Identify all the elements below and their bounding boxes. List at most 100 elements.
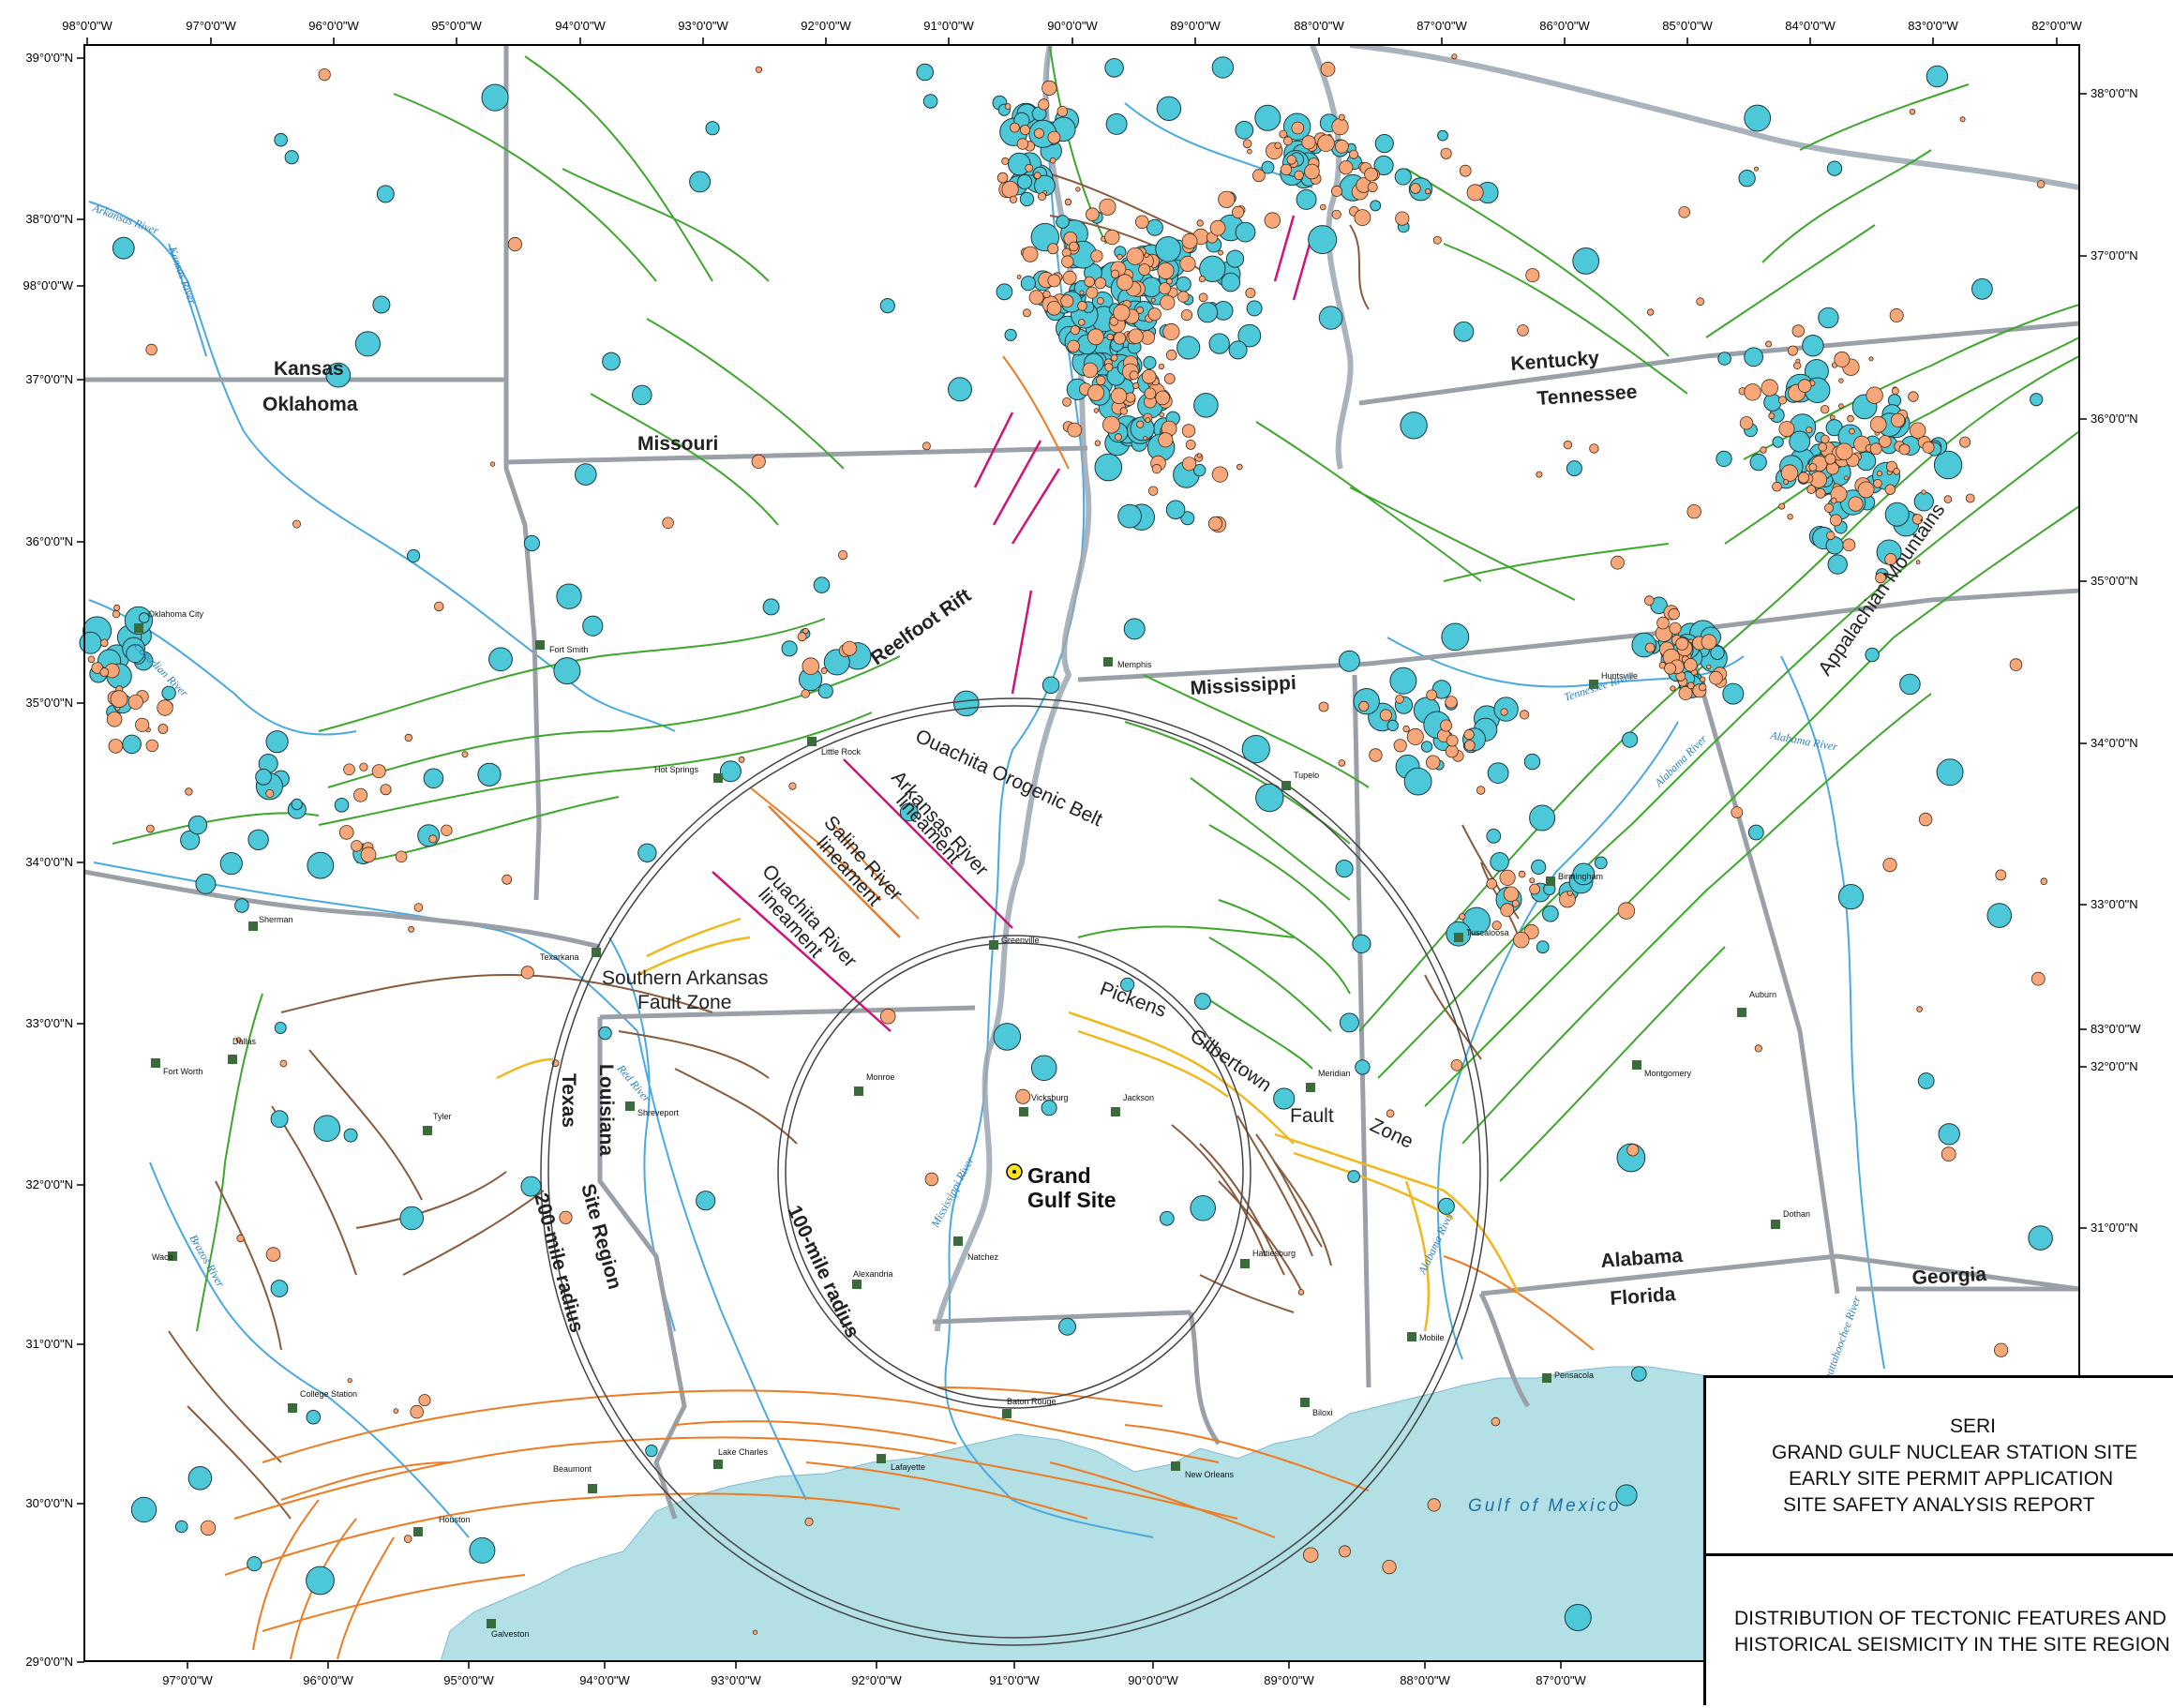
seismic-event-small (1959, 116, 1966, 123)
seismic-event-small (1247, 148, 1252, 155)
city-marker[interactable] (953, 1236, 963, 1246)
seismic-event-small (100, 638, 109, 648)
city-marker[interactable] (807, 737, 817, 746)
city-marker[interactable] (1019, 1107, 1028, 1116)
seismic-event-large (1225, 249, 1245, 268)
seismic-event-small (1110, 269, 1120, 279)
city-marker[interactable] (588, 1484, 597, 1493)
grand-gulf-site[interactable]: Grand Gulf Site (1006, 1163, 1116, 1212)
city-marker[interactable] (1546, 876, 1555, 886)
seismic-event-small (1778, 421, 1795, 438)
seismic-event-small (752, 1629, 758, 1635)
seismic-event-small (1335, 139, 1349, 154)
seismic-event-small (1180, 308, 1193, 322)
seismic-event-large (1190, 1195, 1216, 1221)
seismic-event-small (1364, 167, 1378, 182)
city-marker[interactable] (1407, 1332, 1416, 1341)
city-marker[interactable] (1002, 1409, 1012, 1418)
city-marker[interactable] (1103, 657, 1113, 667)
city-marker[interactable] (1771, 1220, 1780, 1229)
seismic-event-large (1308, 225, 1338, 255)
city-label: Oklahoma City (148, 609, 204, 619)
seismic-event-large (1208, 333, 1230, 354)
city-marker[interactable] (228, 1055, 237, 1064)
label-fault: Fault (1290, 1105, 1334, 1127)
city-marker[interactable] (592, 948, 601, 957)
city-marker[interactable] (1632, 1060, 1641, 1070)
seismic-event-small (1884, 484, 1896, 495)
radius-200-circle-inner (547, 705, 1481, 1639)
city-marker[interactable] (535, 640, 545, 650)
seismic-event-small (1525, 268, 1540, 283)
seismic-event-small (1196, 219, 1204, 227)
seismic-event-large (1441, 622, 1470, 652)
seismic-event-small (1182, 457, 1197, 472)
city-marker[interactable] (1589, 680, 1598, 689)
seismic-event-small (1096, 297, 1104, 305)
city-marker[interactable] (1306, 1083, 1315, 1092)
seismic-event-small (1698, 682, 1707, 692)
seismic-event-small (1125, 392, 1136, 403)
seismic-event-small (236, 1234, 245, 1243)
city-marker[interactable] (625, 1101, 635, 1111)
city-marker[interactable] (1171, 1461, 1180, 1471)
seismic-event-small (1909, 108, 1916, 115)
seismic-event-small (1047, 274, 1061, 288)
seismic-event-small (1067, 339, 1080, 353)
seismic-event-small (1459, 164, 1472, 177)
city-marker[interactable] (877, 1454, 886, 1463)
seismic-event-small (1916, 1006, 1923, 1012)
seismic-event-small (997, 172, 1009, 184)
seismic-event-large (372, 295, 391, 314)
seismic-event-small (1141, 368, 1157, 384)
city-marker[interactable] (989, 940, 998, 950)
city-marker[interactable] (1281, 781, 1291, 790)
seismic-event-large (1899, 673, 1921, 696)
seismic-event-small (1016, 138, 1029, 150)
city-label: Memphis (1117, 660, 1152, 669)
seismic-event-small (1301, 135, 1316, 150)
seismic-event-large (161, 685, 176, 700)
seismic-event-small (1965, 493, 1975, 503)
city-marker[interactable] (1737, 1008, 1746, 1017)
city-marker[interactable] (151, 1058, 160, 1068)
city-marker[interactable] (168, 1251, 177, 1261)
seismic-event-small (1815, 487, 1826, 499)
city-marker[interactable] (288, 1403, 297, 1413)
seismic-event-small (1114, 433, 1122, 442)
lon-tick-label-top: 85°0'0"W (1662, 19, 1713, 33)
city-marker[interactable] (713, 773, 723, 783)
city-marker[interactable] (1300, 1398, 1310, 1407)
seismic-event-small (1765, 340, 1773, 348)
city-marker[interactable] (1240, 1259, 1250, 1268)
seismic-event-small (1069, 241, 1079, 252)
latitude-ticks-right: 38°0'0"N37°0'0"N36°0'0"N35°0'0"N34°0'0"N… (2079, 86, 2141, 1235)
radius-circles (540, 697, 1489, 1646)
city-marker[interactable] (713, 1460, 723, 1469)
seismic-event-small (1382, 1560, 1397, 1575)
city-marker[interactable] (423, 1126, 432, 1135)
seismic-event-small (1908, 391, 1919, 402)
city-marker[interactable] (1111, 1107, 1120, 1116)
city-marker[interactable] (852, 1280, 862, 1289)
seismic-event-large (1749, 453, 1767, 472)
city-marker[interactable] (1542, 1373, 1551, 1383)
seismic-event-small (1445, 696, 1458, 709)
city-label: Dothan (1783, 1209, 1810, 1219)
seismic-event-large (948, 377, 972, 402)
city-marker[interactable] (413, 1527, 423, 1536)
seismic-event-small (1500, 903, 1515, 918)
lon-tick-label-top: 95°0'0"W (431, 19, 482, 33)
seismic-event-small (1424, 187, 1431, 195)
city-marker[interactable] (487, 1619, 496, 1628)
seismic-event-small (1077, 301, 1087, 311)
label-southern-arkansas-2: Fault Zone (637, 992, 731, 1013)
city-marker[interactable] (134, 623, 143, 633)
seismic-event-small (1701, 634, 1717, 651)
seismic-event-large (1347, 1170, 1360, 1183)
seismic-event-large (1386, 719, 1399, 732)
city-marker[interactable] (248, 921, 258, 931)
lat-tick-label-left: 29°0'0"N (25, 1655, 73, 1669)
city-marker[interactable] (1454, 933, 1463, 942)
city-marker[interactable] (854, 1086, 863, 1096)
